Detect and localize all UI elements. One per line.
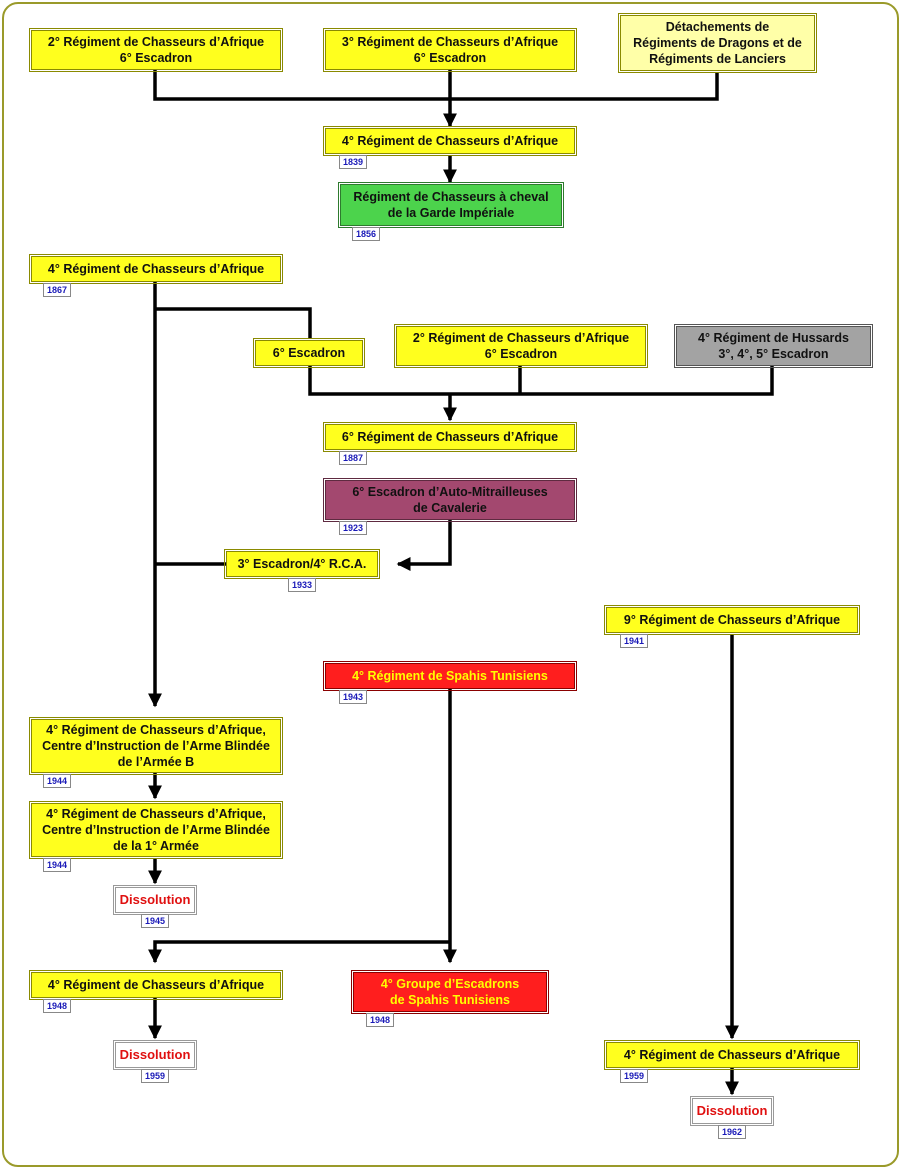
year-tag: 1962 <box>718 1125 746 1139</box>
year-tag: 1839 <box>339 155 367 169</box>
box-4rca-1867: 4° Régiment de Chasseurs d’Afrique <box>29 254 283 284</box>
box-4rca-1948: 4° Régiment de Chasseurs d’Afrique <box>29 970 283 1000</box>
year-tag: 1867 <box>43 283 71 297</box>
box-6rca: 6° Régiment de Chasseurs d’Afrique <box>323 422 577 452</box>
box-3esc-4rca: 3° Escadron/4° R.C.A. <box>224 549 380 579</box>
link-split-1948 <box>148 940 450 964</box>
year-tag: 1944 <box>43 858 71 872</box>
box-2rca-6esc-b: 2° Régiment de Chasseurs d’Afrique 6° Es… <box>394 324 648 368</box>
year-tag: 1959 <box>620 1069 648 1083</box>
box-3rca-6esc: 3° Régiment de Chasseurs d’Afrique 6° Es… <box>323 28 577 72</box>
box-dissolution-1959: Dissolution <box>113 1040 197 1070</box>
year-tag: 1943 <box>339 690 367 704</box>
box-4-groupe-spahis: 4° Groupe d’Escadrons de Spahis Tunisien… <box>351 970 549 1014</box>
box-ciab-1-armee: 4° Régiment de Chasseurs d’Afrique, Cent… <box>29 801 283 859</box>
year-tag: 1933 <box>288 578 316 592</box>
box-4-spahis-tunisiens: 4° Régiment de Spahis Tunisiens <box>323 661 577 691</box>
box-4-hussards: 4° Régiment de Hussards 3°, 4°, 5° Escad… <box>674 324 873 368</box>
year-tag: 1941 <box>620 634 648 648</box>
box-dissolution-1962: Dissolution <box>690 1096 774 1126</box>
box-2rca-6esc: 2° Régiment de Chasseurs d’Afrique 6° Es… <box>29 28 283 72</box>
year-tag: 1959 <box>141 1069 169 1083</box>
box-ciab-armee-b: 4° Régiment de Chasseurs d’Afrique, Cent… <box>29 717 283 775</box>
link-merge-1887 <box>308 366 774 396</box>
box-9rca: 9° Régiment de Chasseurs d’Afrique <box>604 605 860 635</box>
year-tag: 1923 <box>339 521 367 535</box>
link-to-6esc <box>155 307 312 338</box>
box-4rca-1839: 4° Régiment de Chasseurs d’Afrique <box>323 126 577 156</box>
year-tag: 1948 <box>366 1013 394 1027</box>
year-tag: 1948 <box>43 999 71 1013</box>
year-tag: 1856 <box>352 227 380 241</box>
box-auto-mitrailleuses: 6° Escadron d’Auto-Mitrailleuses de Cava… <box>323 478 577 522</box>
box-detachements: Détachements de Régiments de Dragons et … <box>618 13 817 73</box>
link-automitr-to-3esc <box>396 520 452 571</box>
year-tag: 1945 <box>141 914 169 928</box>
link-2rca-merge <box>153 70 719 101</box>
year-tag: 1944 <box>43 774 71 788</box>
box-garde-imperiale: Régiment de Chasseurs à cheval de la Gar… <box>338 182 564 228</box>
box-dissolution-1945: Dissolution <box>113 885 197 915</box>
year-tag: 1887 <box>339 451 367 465</box>
box-4rca-1959: 4° Régiment de Chasseurs d’Afrique <box>604 1040 860 1070</box>
box-6esc: 6° Escadron <box>253 338 365 368</box>
